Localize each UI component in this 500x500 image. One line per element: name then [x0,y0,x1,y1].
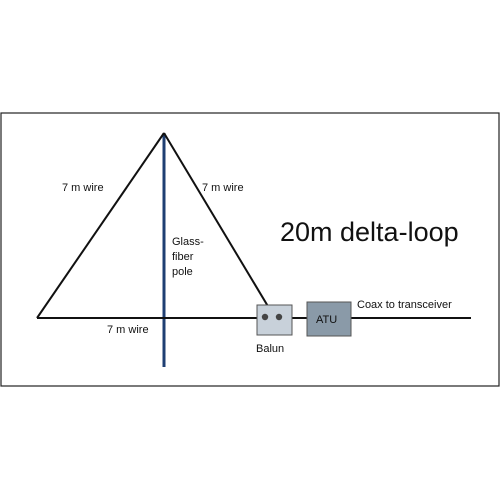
balun-terminal-right [275,313,283,321]
right-wire [163,132,276,319]
atu-box [306,301,352,337]
balun-terminal-left [261,313,269,321]
pole-label-line2: fiber [172,251,194,263]
balun-box [256,304,293,336]
balun-label: Balun [256,343,284,355]
atu-label: ATU [316,314,337,326]
pole-label-line1: Glass- [172,236,204,248]
left-wire [36,132,165,319]
coax-label: Coax to transceiver [357,299,452,311]
bottom-wire-label: 7 m wire [107,324,149,336]
right-wire-label: 7 m wire [202,182,244,194]
diagram-border [0,112,500,387]
left-wire-label: 7 m wire [62,182,104,194]
pole-label-line3: pole [172,266,193,278]
title: 20m delta-loop [280,217,459,247]
